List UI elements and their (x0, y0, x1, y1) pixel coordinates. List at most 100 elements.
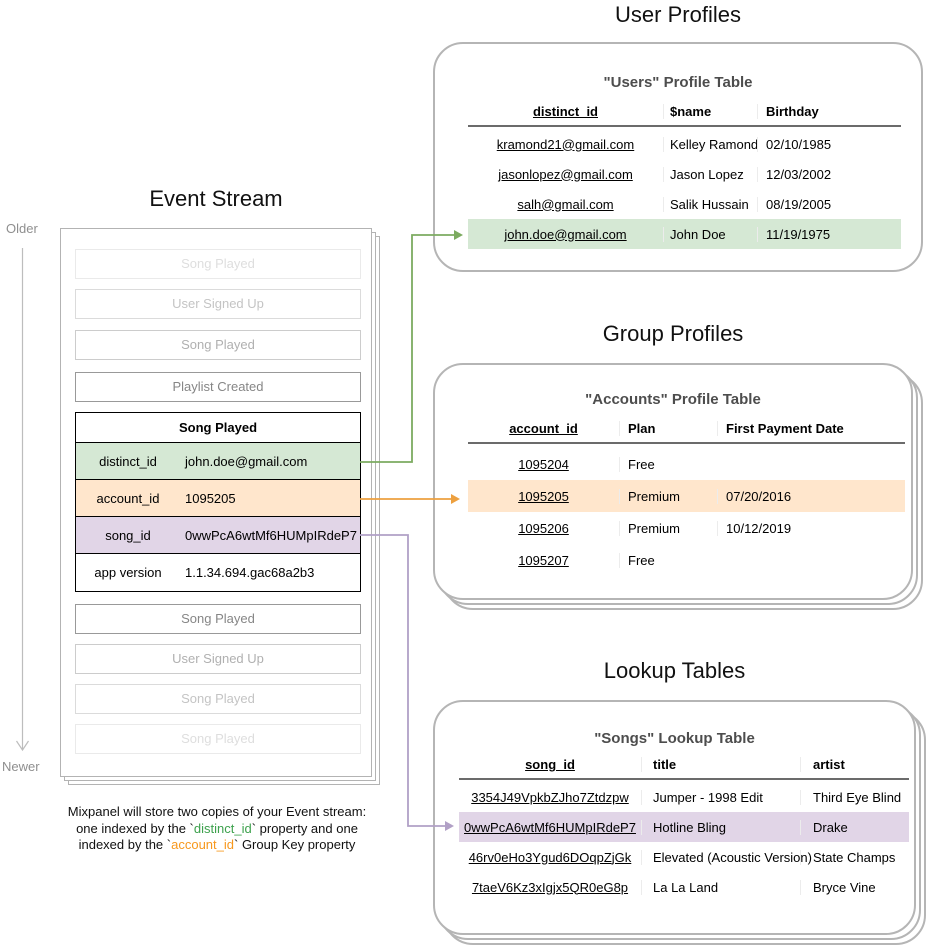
accounts-table: account_id Plan First Payment Date 10952… (468, 421, 905, 576)
footnote: Mixpanel will store two copies of your E… (28, 804, 406, 854)
footnote-line3: indexed by the `account_id` Group Key pr… (28, 837, 406, 854)
timeline-arrowhead-icon (16, 740, 29, 752)
cell-title: La La Land (641, 879, 800, 895)
cell-artist: State Champs (800, 849, 909, 865)
highlighted-table-row: 1095205 Premium 07/20/2016 (468, 480, 905, 512)
footnote-text: ` property and one (251, 820, 358, 836)
column-header-song-id: song_id (525, 757, 575, 772)
cell-artist: Bryce Vine (800, 879, 909, 895)
id-link-text: 7taeV6Kz3xIgjx5QR0eG8p (471, 879, 629, 895)
cell-song-id: 7taeV6Kz3xIgjx5QR0eG8p (459, 880, 641, 895)
users-profile-card: "Users" Profile Table distinct_id $name … (433, 42, 923, 272)
accounts-table-header: account_id Plan First Payment Date (468, 421, 905, 444)
cell-plan: Free (619, 552, 717, 568)
id-link-text: john.doe@gmail.com (504, 226, 627, 242)
column-header-account-id: account_id (509, 421, 578, 436)
cell-name: Jason Lopez (663, 166, 757, 182)
cell-artist: Third Eye Blind (800, 789, 909, 805)
id-link-text: 1095206 (518, 520, 569, 536)
event-card: Song Played (75, 330, 361, 360)
column-header-name: $name (663, 104, 757, 119)
property-value: 1.1.34.694.gac68a2b3 (185, 565, 315, 580)
cell-name: Kelley Ramond (663, 136, 758, 152)
cell-name: Salik Hussain (663, 196, 757, 212)
id-link-text: 1095205 (518, 488, 569, 504)
songs-table: song_id title artist 3354J49VpkbZJho7Ztd… (459, 757, 909, 902)
event-card: Playlist Created (75, 372, 361, 402)
highlighted-table-row: john.doe@gmail.com John Doe 11/19/1975 (468, 219, 901, 249)
event-card: Song Played (75, 684, 361, 714)
event-stream-title: Event Stream (149, 186, 283, 211)
footnote-text: indexed by the ` (78, 837, 172, 852)
table-row: jasonlopez@gmail.com Jason Lopez 12/03/2… (468, 159, 901, 189)
event-property-row-distinct-id: distinct_id john.doe@gmail.com (76, 443, 360, 480)
songs-table-rows: 3354J49VpkbZJho7Ztdzpw Jumper - 1998 Edi… (459, 782, 909, 902)
cell-song-id: 0wwPcA6wtMf6HUMpIRdeP7 (459, 820, 641, 835)
accounts-table-rows: 1095204 Free 1095205 Premium 07/20/2016 … (468, 448, 905, 576)
active-event-name: Song Played (76, 413, 360, 443)
column-header-distinct-id: distinct_id (532, 104, 598, 119)
event-property-row-song-id: song_id 0wwPcA6wtMf6HUMpIRdeP7 (76, 517, 360, 554)
cell-birthday: 02/10/1985 (757, 136, 901, 152)
user-profiles-title: User Profiles (615, 2, 741, 27)
cell-title: Hotline Bling (641, 819, 800, 835)
cell-account-id: 1095207 (468, 553, 619, 568)
cell-account-id: 1095206 (468, 521, 619, 536)
cell-song-id: 46rv0eHo3Ygud6DOqpZjGk (459, 850, 641, 865)
footnote-line1: Mixpanel will store two copies of your E… (67, 804, 367, 819)
property-value: john.doe@gmail.com (185, 453, 308, 469)
table-row: 3354J49VpkbZJho7Ztdzpw Jumper - 1998 Edi… (459, 782, 909, 812)
event-card: Song Played (75, 604, 361, 634)
cell-artist: Drake (800, 819, 909, 835)
cell-first-payment-date: 10/12/2019 (717, 520, 905, 536)
table-row: 1095204 Free (468, 448, 905, 480)
event-stream-panel: Song Played User Signed Up Song Played P… (60, 228, 372, 777)
older-label: Older (6, 221, 38, 236)
account-id-keyword: account_id (171, 837, 234, 852)
songs-table-title: "Songs" Lookup Table (594, 730, 755, 747)
property-value: 1095205 (185, 490, 236, 506)
cell-song-id: 3354J49VpkbZJho7Ztdzpw (459, 790, 641, 805)
newer-label: Newer (2, 759, 40, 774)
property-key: account_id (96, 490, 160, 506)
cell-title: Jumper - 1998 Edit (641, 789, 800, 805)
cell-plan: Premium (619, 488, 717, 504)
property-key: song_id (105, 527, 151, 543)
users-table-rows: kramond21@gmail.com Kelley Ramond 02/10/… (468, 129, 901, 249)
cell-first-payment-date: 07/20/2016 (717, 488, 905, 504)
cell-plan: Premium (619, 520, 717, 536)
column-header-first-payment-date: First Payment Date (717, 421, 905, 436)
cell-account-id: 1095204 (468, 457, 619, 472)
id-link-text: salh@gmail.com (517, 196, 614, 212)
cell-distinct-id: john.doe@gmail.com (468, 227, 663, 242)
cell-birthday: 12/03/2002 (757, 166, 901, 182)
cell-title: Elevated (Acoustic Version) (641, 849, 812, 865)
event-card: Song Played (75, 724, 361, 754)
table-row: 1095206 Premium 10/12/2019 (468, 512, 905, 544)
lookup-tables-title: Lookup Tables (603, 658, 746, 683)
users-table-header: distinct_id $name Birthday (468, 104, 901, 127)
cell-distinct-id: salh@gmail.com (468, 197, 663, 212)
songs-lookup-card: "Songs" Lookup Table song_id title artis… (433, 700, 916, 935)
column-header-birthday: Birthday (757, 104, 901, 119)
id-link-text: 1095204 (518, 456, 569, 472)
id-link-text: kramond21@gmail.com (496, 136, 635, 152)
users-table-title: "Users" Profile Table (603, 74, 753, 91)
cell-distinct-id: jasonlopez@gmail.com (468, 167, 663, 182)
accounts-profile-card: "Accounts" Profile Table account_id Plan… (433, 363, 913, 600)
songs-table-header: song_id title artist (459, 757, 909, 780)
footnote-text: one indexed by the ` (76, 820, 194, 836)
timeline-arrow (16, 248, 29, 752)
cell-plan: Free (619, 456, 717, 472)
cell-name: John Doe (663, 226, 757, 242)
cell-birthday: 11/19/1975 (757, 226, 901, 242)
group-profiles-title: Group Profiles (602, 321, 744, 346)
cell-distinct-id: kramond21@gmail.com (468, 137, 663, 152)
accounts-table-title: "Accounts" Profile Table (585, 391, 761, 408)
footnote-line2: one indexed by the `distinct_id` propert… (28, 821, 406, 838)
event-card: Song Played (75, 249, 361, 279)
property-key: app version (94, 565, 162, 580)
active-event-card: Song Played distinct_id john.doe@gmail.c… (75, 412, 361, 592)
table-row: 7taeV6Kz3xIgjx5QR0eG8p La La Land Bryce … (459, 872, 909, 902)
